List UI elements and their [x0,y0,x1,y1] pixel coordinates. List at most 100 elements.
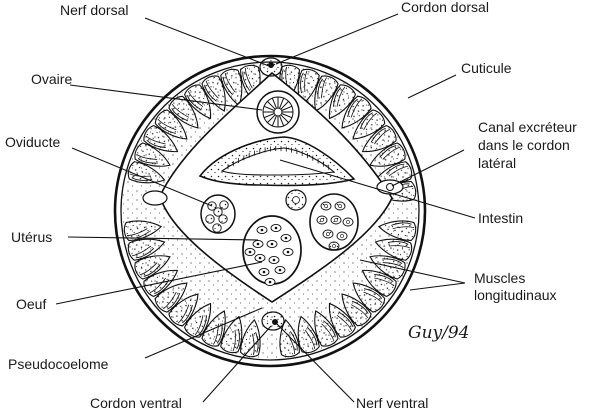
ovary-spoke [271,97,277,109]
excretory-canal [386,183,394,191]
egg [316,215,328,225]
egg [252,239,264,249]
ovary-spoke [281,105,293,111]
muscle-cell [374,238,413,261]
label-cuticule: Cuticule [461,60,512,76]
oviduct-small-lumen [292,196,300,204]
label-muscles-line-2: longitudinaux [474,287,557,303]
egg [254,253,266,263]
egg [256,225,268,235]
muscle-cell [134,142,171,167]
oviduct-cell [219,200,229,210]
label-oviducte: Oviducte [5,134,60,150]
left-lateral-cord [142,190,168,206]
leader-cordon-ventral [202,325,272,403]
label-pseudocoelome: Pseudocoelome [8,356,109,372]
labels: Nerf dorsal Cordon dorsal Ovaire Cuticul… [5,0,577,411]
ovary-spoke [279,97,285,109]
dorsal-nerve [268,62,274,68]
leader-pseudocoelome [144,307,263,359]
leader-canal [391,149,465,187]
oviduct-cell [205,214,215,224]
muscle-cell [127,238,166,261]
label-muscles-line-1: Muscles [474,270,525,286]
egg [334,201,346,211]
ovary-spoke [271,115,277,127]
leader-ovaire [69,84,263,111]
egg [270,223,282,233]
leader-lines [55,13,476,403]
leader-cuticule [407,74,457,99]
ovary-spoke [267,114,276,123]
muscle-cell [341,293,372,327]
muscle-cell [341,95,372,129]
muscle-cell [220,68,243,107]
muscle-cell [314,75,339,112]
label-nerf-dorsal: Nerf dorsal [60,2,128,18]
egg [244,247,256,257]
label-intestin: Intestin [478,210,523,226]
muscle-cell [240,318,261,358]
muscle-cell [143,269,179,298]
egg [342,217,354,227]
intestine-microvilli [227,146,330,170]
ovary-spoke [279,115,285,127]
label-canal-line-1: Canal excréteur [478,119,577,135]
ventral-nerve [272,319,278,325]
muscle-cell [168,293,199,327]
oviduct-cell [213,207,223,217]
oviduct-cells [205,200,229,233]
label-oeuf: Oeuf [16,296,46,312]
egg [258,267,270,277]
egg [268,255,280,265]
muscle-cell [352,282,386,313]
egg [280,233,292,243]
egg [274,265,286,275]
muscle-cell [220,315,243,354]
muscle-cell [201,75,226,112]
leader-muscles-1 [359,259,466,284]
ovary-spoke [281,113,293,119]
leader-intestin [279,159,476,219]
cuticle-outer [113,54,427,368]
muscle-cell [352,109,386,140]
muscle-cell [143,124,179,153]
muscle-cell [297,315,320,354]
uterus-eggs [244,223,294,287]
egg [322,229,334,239]
leader-muscles-2 [409,282,466,291]
label-ovaire: Ovaire [31,71,72,87]
artist-signature: Guy/94 [408,323,470,343]
leader-nerf-dorsal [144,17,270,67]
ovary-spoke [263,105,275,111]
egg [282,247,294,257]
muscle-cell [154,109,188,140]
label-nerf-ventral: Nerf ventral [356,395,428,411]
oviduct-cell [218,214,228,224]
muscle-cell [297,68,320,107]
leader-nerf-ventral [276,323,355,403]
uterus-right-eggs [316,201,354,251]
oviduct-cell [212,223,222,233]
egg [264,277,276,287]
muscle-cell [168,95,199,129]
label-cordon-ventral: Cordon ventral [90,395,182,411]
muscle-cell [134,255,171,280]
egg [328,241,340,251]
muscle-cell [154,282,188,313]
ovary-spoke [280,101,289,110]
ovary-rachis [263,97,293,127]
muscle-cell [183,302,212,338]
label-uterus: Utérus [11,229,52,245]
egg [336,231,348,241]
egg [330,215,342,225]
ovary-spoke [280,114,289,123]
leader-oviducte [71,147,213,207]
muscle-cell [123,220,163,241]
muscle-cell [377,220,417,241]
muscle-cell [314,310,339,347]
ovary-spoke [263,113,275,119]
leader-oeuf [55,261,263,305]
